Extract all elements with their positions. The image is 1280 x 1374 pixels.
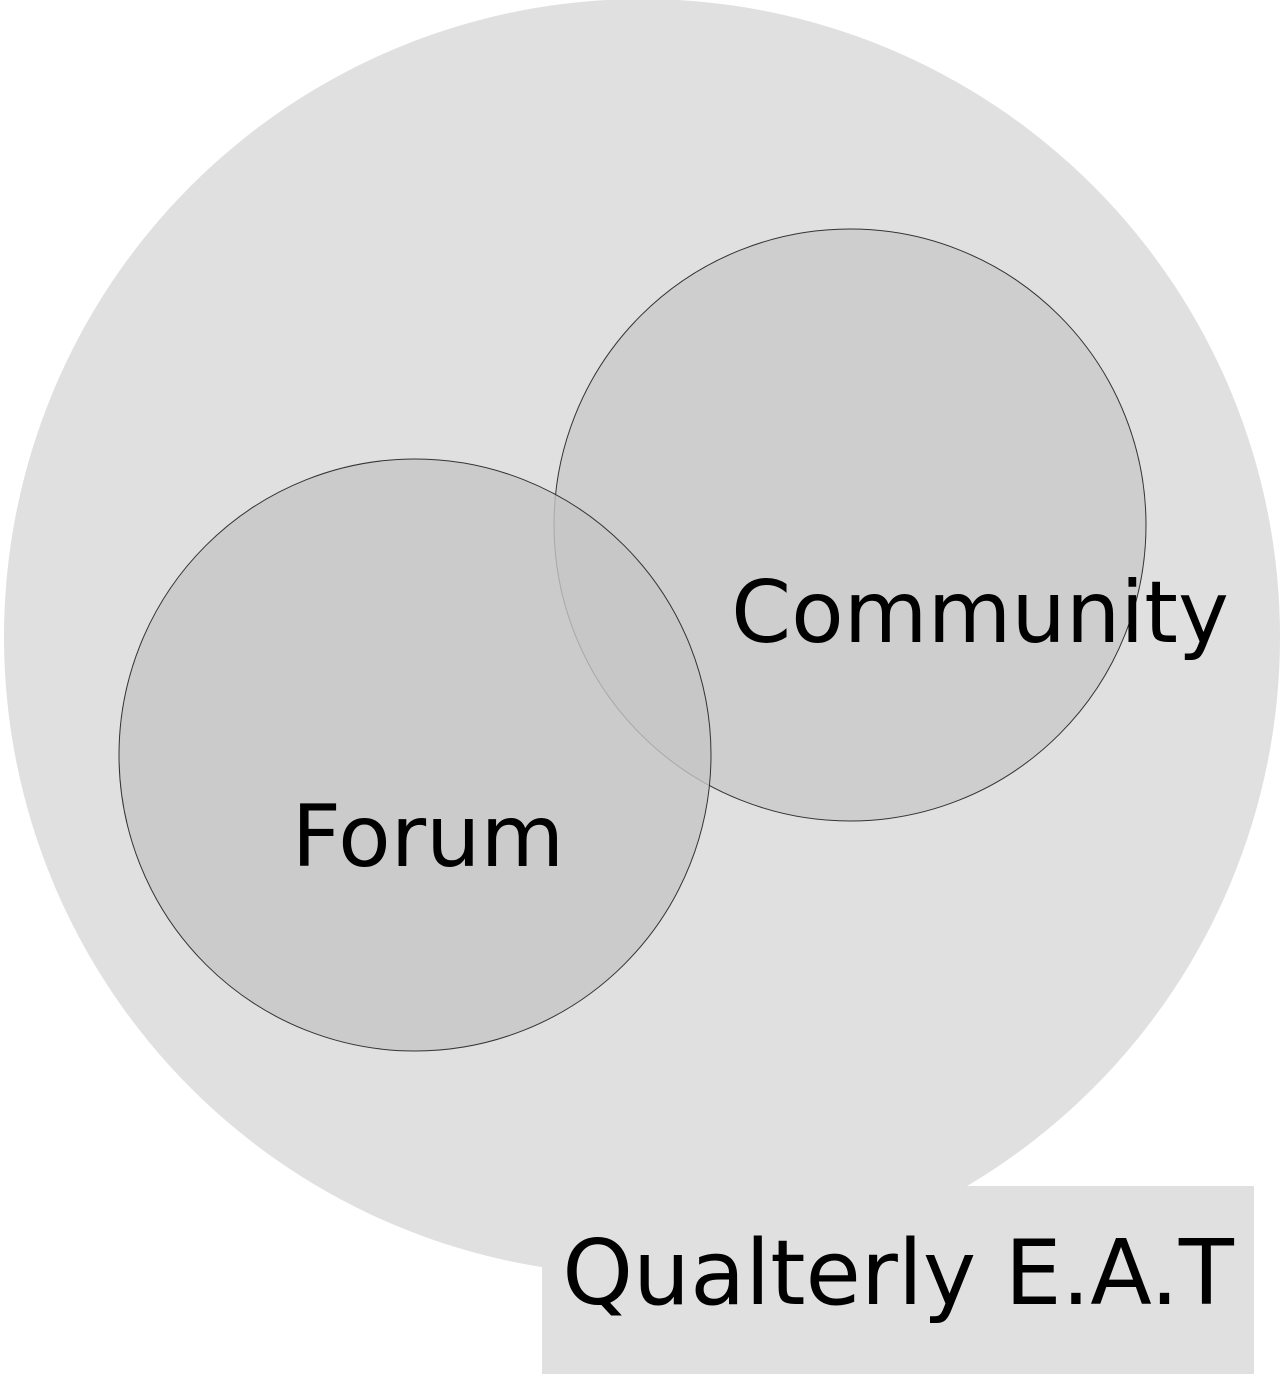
outer-label-box <box>542 1186 1254 1374</box>
forum-circle <box>118 458 712 1052</box>
forum-label: Forum <box>292 787 565 887</box>
community-label: Community <box>731 563 1229 663</box>
outer-label: Qualterly E.A.T <box>562 1221 1235 1326</box>
